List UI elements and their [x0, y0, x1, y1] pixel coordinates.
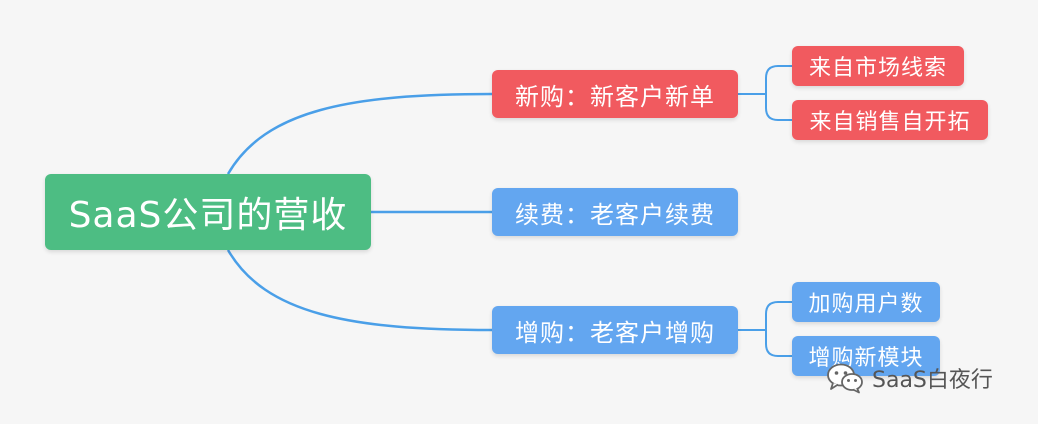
connector-new-leaves [738, 65, 792, 121]
leaf-sales-prospecting[interactable]: 来自销售自开拓 [792, 100, 988, 140]
branch-renewal[interactable]: 续费：老客户续费 [492, 188, 738, 236]
leaf-market-leads[interactable]: 来自市场线索 [792, 46, 964, 86]
watermark: SaaS白夜行 [826, 360, 993, 396]
connector-root-upsell [226, 249, 493, 332]
leaf-new-modules[interactable]: 增购新模块 [792, 336, 940, 376]
branch-new-purchase[interactable]: 新购：新客户新单 [492, 70, 738, 118]
branch-upsell[interactable]: 增购：老客户增购 [492, 306, 738, 354]
watermark-text: SaaS白夜行 [872, 368, 993, 393]
wechat-icon [827, 363, 863, 394]
root-node[interactable]: SaaS公司的营收 [45, 174, 371, 250]
connector-root-new [226, 92, 493, 175]
leaf-add-users[interactable]: 加购用户数 [792, 282, 940, 322]
connector-upsell-leaves [738, 301, 792, 357]
